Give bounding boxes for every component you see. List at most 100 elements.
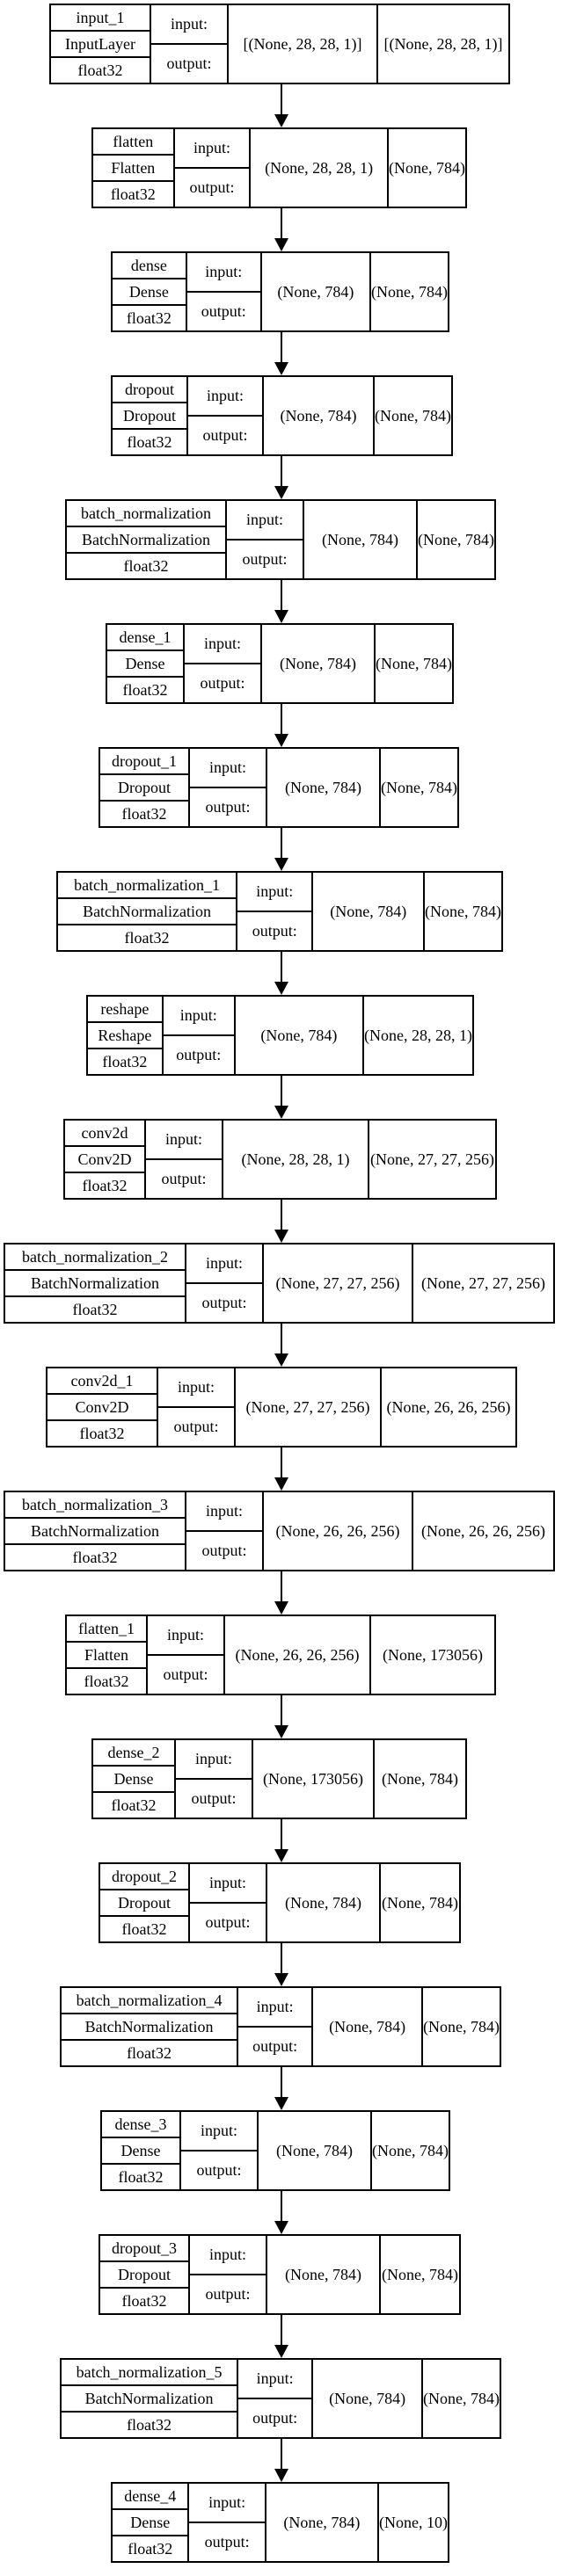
output-label: output: [238,2398,312,2437]
layer-type: BatchNormalization [5,1269,185,1295]
io-labels: input:output: [186,1244,264,1322]
arrow-line [281,1200,282,1230]
input-shape: (None, 784) [262,625,376,702]
arrow-line [281,456,282,487]
layer-type: BatchNormalization [62,2013,237,2039]
layer-type: BatchNormalization [67,526,225,552]
io-labels: input:output: [189,2484,266,2561]
output-shape: (None, 10) [379,2513,448,2531]
layer-type: Reshape [88,1021,162,1048]
layer-type: Dropout [113,402,186,428]
input-shape: (None, 173056) [253,1740,375,1818]
layer-type: Flatten [67,1641,146,1667]
output-label: output: [148,1654,223,1694]
layer-name: dense_4 [124,2486,177,2505]
layer-name: reshape [100,999,150,1018]
layer-type: Dropout [100,2260,188,2287]
arrow-head [274,362,288,375]
layer-type: Dropout [100,1889,188,1915]
arrow-line [281,2439,282,2470]
input-label: input: [205,263,243,280]
input-label: input: [256,2369,294,2387]
output-shape: (None, 784) [382,2265,458,2283]
layer-dtype: float32 [113,2535,188,2561]
arrow-line [281,84,282,115]
output-shape: (None, 784) [376,654,452,672]
arrow-head [274,1477,288,1491]
output-label: output: [176,1778,252,1818]
io-labels: input:output: [186,253,262,330]
input-shape: (None, 784) [313,873,426,950]
arrow-head [274,610,288,623]
layer-type: Dense [113,2508,188,2535]
layer-name: dropout_2 [112,1867,177,1885]
io-labels: input:output: [237,873,314,950]
arrow-head [274,734,288,747]
io-labels: input:output: [238,1988,314,2065]
output-shape: (None, 784) [418,530,494,548]
input-shape: (None, 27, 27, 256) [236,1368,382,1446]
output-label: output: [158,1406,234,1446]
input-label: input: [208,2246,246,2263]
input-shape: [(None, 28, 28, 1)] [229,5,378,83]
input-label: input: [205,1502,243,1520]
output-label: output: [174,167,250,207]
arrow-line [281,1324,282,1354]
arrow-line [281,704,282,735]
arrow-line [281,828,282,859]
input-label: input: [166,1626,204,1644]
io-labels: input:output: [181,2112,259,2189]
output-shape: (None, 784) [389,158,465,177]
arrow-head [274,2097,288,2110]
arrow-head [274,1849,288,1862]
io-labels: input:output: [151,5,229,83]
layer-name: dense [130,256,167,274]
arrow-head [274,982,288,995]
input-shape: (None, 28, 28, 1) [223,1121,369,1198]
arrow-line [281,952,282,983]
input-label: input: [164,1130,202,1148]
arrow-line [281,208,282,239]
input-shape: (None, 784) [264,377,375,454]
io-labels: input:output: [190,2236,267,2313]
output-shape: (None, 27, 27, 256) [421,1273,545,1292]
layer-type: InputLayer [51,30,150,56]
input-label: input: [193,139,230,156]
layer-type: Dense [93,1765,174,1791]
arrow-head [274,114,288,127]
layer-dtype: float32 [100,1915,188,1941]
layer-dtype: float32 [5,1543,185,1570]
io-labels: input:output: [190,1864,267,1941]
output-label: output: [181,2150,257,2189]
layer-dtype: float32 [107,676,183,702]
output-shape: (None, 28, 28, 1) [364,1026,472,1044]
layer-dtype: float32 [51,56,150,83]
layer-type: Conv2D [47,1393,157,1419]
layer-name: batch_normalization_2 [22,1247,168,1266]
io-labels: input:output: [176,1740,253,1818]
output-shape: (None, 784) [382,1769,458,1788]
output-label: output: [163,1034,234,1074]
input-label: input: [205,1254,243,1272]
io-labels: input: output: [148,1616,225,1694]
layer-dtype: float32 [58,924,237,950]
output-shape: (None, 26, 26, 256) [421,1521,545,1540]
layer-dtype: float32 [93,180,173,207]
arrow-head [274,858,288,871]
